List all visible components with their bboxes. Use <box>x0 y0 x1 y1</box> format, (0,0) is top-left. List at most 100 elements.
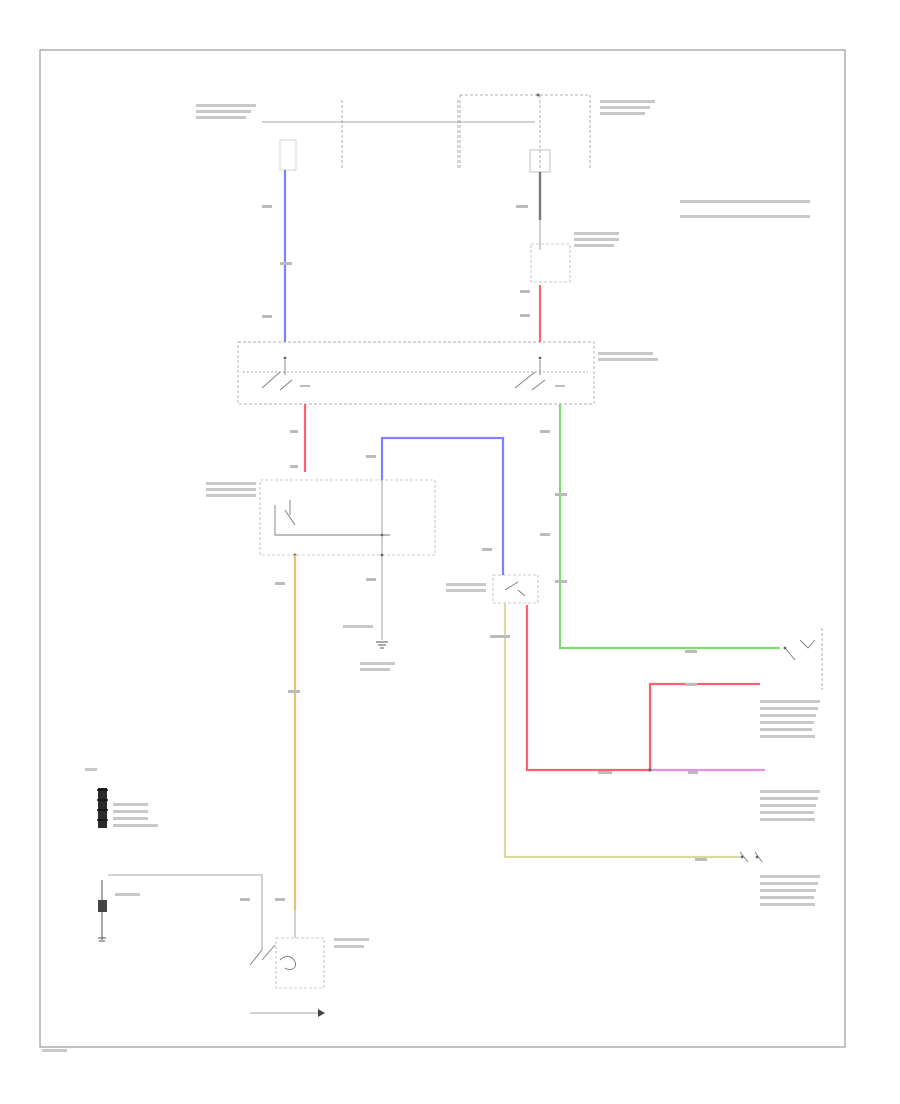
label-block-9f <box>760 735 815 738</box>
ground-mid-glyph <box>376 641 388 649</box>
wire-green-right <box>558 404 780 650</box>
label-block-15a <box>334 938 369 941</box>
label-block-15b <box>334 945 364 948</box>
starter-motor-coil <box>279 956 297 971</box>
mark-14 <box>366 578 376 581</box>
label-block-14 <box>115 893 140 896</box>
label-block-11b <box>760 882 818 885</box>
label-block-9a <box>760 700 820 703</box>
label-block-12c <box>113 817 148 820</box>
wire-blue-middle <box>380 436 505 575</box>
switch-left-contacts <box>261 360 310 391</box>
switch-right-contacts <box>514 360 565 391</box>
label-block-9e <box>760 728 812 731</box>
battery-terminal <box>98 900 107 912</box>
mark-16 <box>288 690 300 693</box>
label-block-7 <box>343 625 373 628</box>
connector-left-top <box>279 139 297 171</box>
label-block-16 <box>42 1049 67 1052</box>
top-relay-block <box>262 93 591 220</box>
right-lower-connector-contacts <box>739 851 763 863</box>
switch-left-dot <box>283 356 287 360</box>
top-junction-dot <box>536 93 540 97</box>
starter-contacts <box>249 944 276 966</box>
starter-circuit <box>98 874 325 1017</box>
right-switch-contacts <box>784 639 816 661</box>
mark-20 <box>685 683 697 686</box>
combination-switch <box>237 341 595 405</box>
mark-25 <box>275 898 285 901</box>
relay-box-2 <box>530 220 571 283</box>
mark-2 <box>280 262 292 265</box>
label-block-11d <box>760 896 814 899</box>
mark-5 <box>520 314 530 317</box>
label-block-10b <box>760 797 818 800</box>
ground-symbol-mid <box>376 610 388 649</box>
right-switch <box>783 628 823 690</box>
wire-pale-yellow <box>503 603 740 859</box>
label-block-4a <box>598 352 653 355</box>
mark-12 <box>555 580 567 583</box>
label-block-11a <box>760 875 820 878</box>
label-block-12b <box>113 810 148 813</box>
wire-spec-marks <box>240 205 707 901</box>
mark-13 <box>366 455 376 458</box>
mark-15 <box>275 582 285 585</box>
switch-right-dot <box>538 356 542 360</box>
starter-outline <box>275 937 325 989</box>
label-block-11e <box>760 903 815 906</box>
label-block-5c <box>206 494 256 497</box>
mark-7 <box>290 430 298 433</box>
relay-box-2-outline <box>530 243 571 283</box>
relay-block-outline-right <box>540 94 591 170</box>
label-block-12d <box>113 824 158 827</box>
neutral-junction-dot-2 <box>380 553 384 557</box>
right-lower-connector <box>739 851 763 863</box>
mark-18 <box>490 635 510 638</box>
ignition-relay-contacts <box>504 581 526 597</box>
label-block-10e <box>760 818 815 821</box>
mark-8 <box>290 465 298 468</box>
label-block-2a <box>600 100 655 103</box>
wire-red-right-lower <box>525 605 760 772</box>
label-block-13 <box>85 768 97 771</box>
neutral-switch-contacts <box>274 500 390 536</box>
label-block-10c <box>760 804 816 807</box>
neutral-junction-dot-1 <box>380 533 384 537</box>
right-switch-dot <box>783 646 787 650</box>
label-block-note-1 <box>680 200 810 203</box>
label-block-5a <box>206 482 256 485</box>
relay-block-outline <box>459 94 541 170</box>
mark-21 <box>598 771 612 774</box>
battery <box>97 788 108 828</box>
mark-11 <box>540 533 550 536</box>
component-label-blocks <box>42 100 820 1052</box>
label-block-10a <box>760 790 820 793</box>
label-block-4b <box>598 358 658 361</box>
label-block-6a <box>446 583 486 586</box>
label-block-2c <box>600 112 645 115</box>
mark-19 <box>685 650 697 653</box>
ignition-relay-box <box>492 574 539 604</box>
mark-23 <box>695 858 707 861</box>
label-block-8a <box>360 662 395 665</box>
right-lower-dot-1 <box>740 855 744 859</box>
label-block-10d <box>760 811 814 814</box>
label-block-2b <box>600 106 650 109</box>
mark-6 <box>516 205 528 208</box>
label-block-5b <box>206 488 256 491</box>
label-block-8b <box>360 668 390 671</box>
label-block-1b <box>196 110 251 113</box>
right-lower-dot-2 <box>755 855 759 859</box>
mark-24 <box>240 898 250 901</box>
label-block-1a <box>196 104 256 107</box>
starter-ground-arrow <box>318 1009 325 1017</box>
pink-junction-dot <box>648 768 652 772</box>
neutral-start-switch <box>259 479 436 610</box>
ignition-relay-outline <box>492 574 539 604</box>
label-block-1c <box>196 116 246 119</box>
label-block-3b <box>574 238 619 241</box>
label-block-3a <box>574 232 619 235</box>
